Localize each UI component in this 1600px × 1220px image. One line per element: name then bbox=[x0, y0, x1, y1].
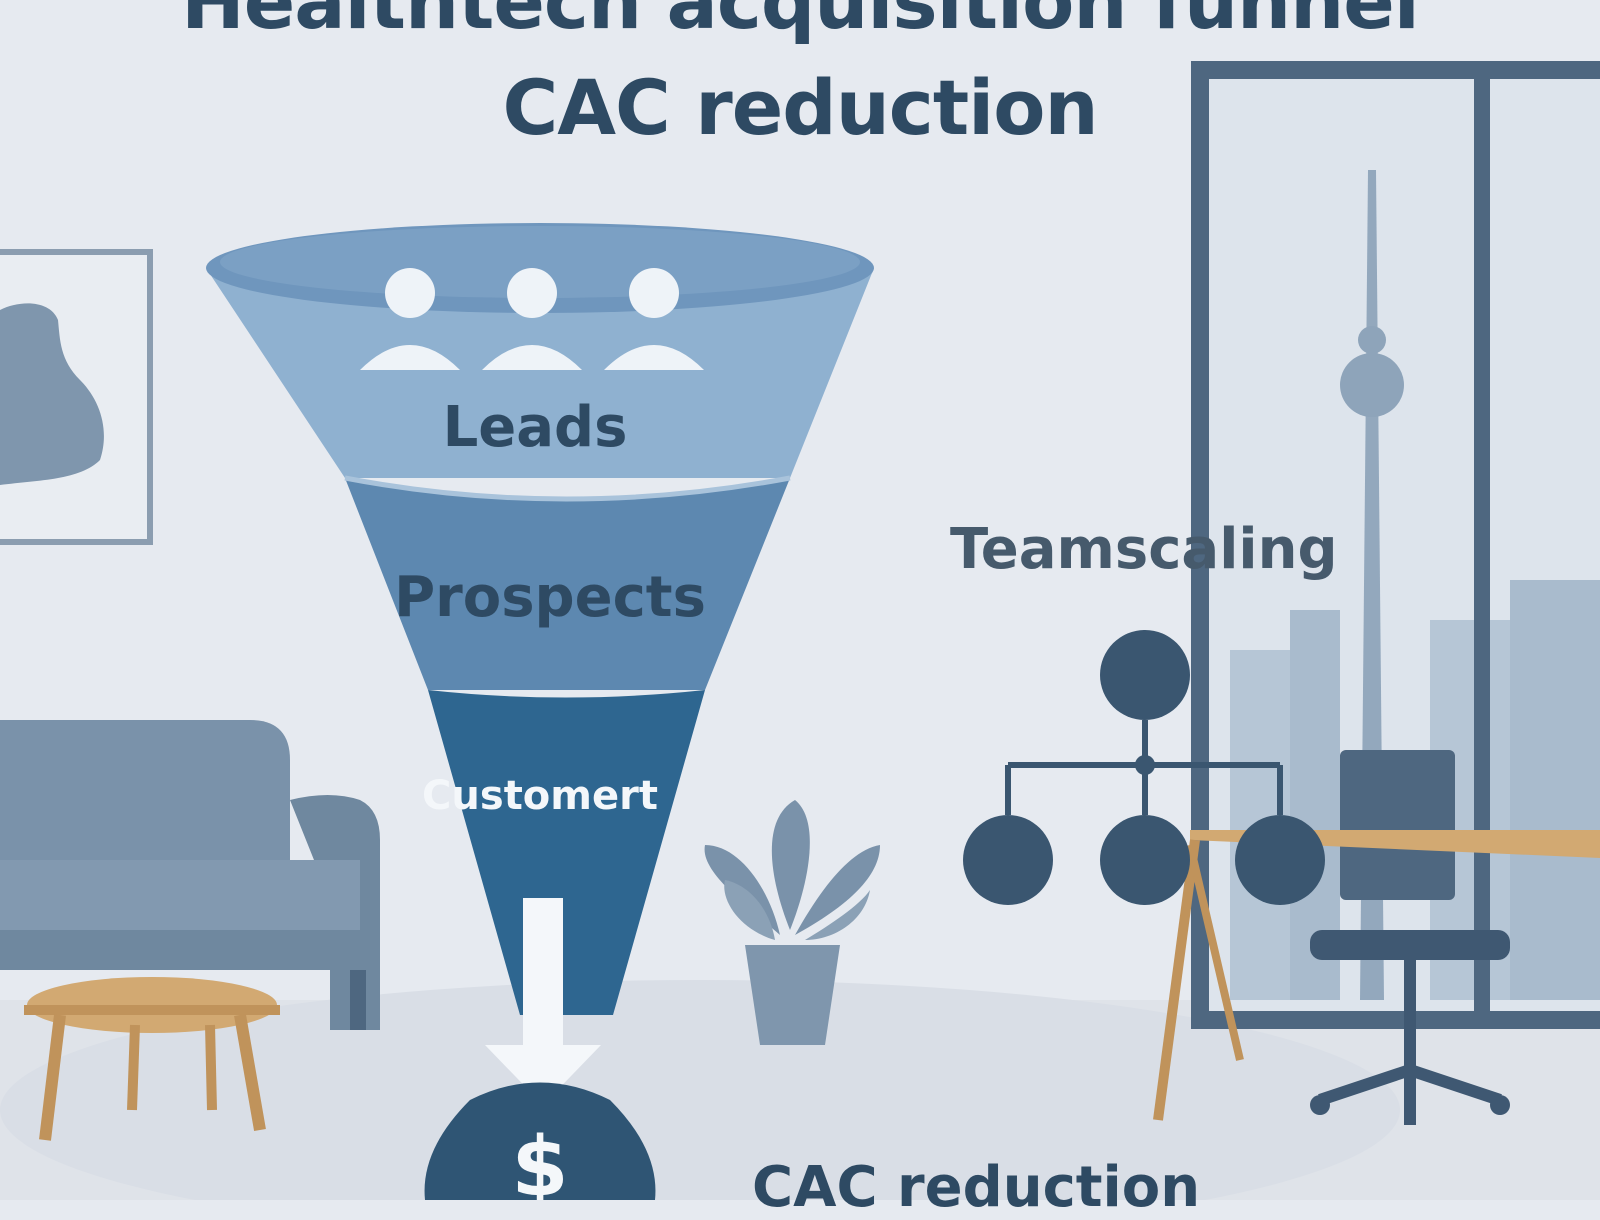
stage-label-customers: Customert bbox=[422, 773, 658, 819]
floor-rug bbox=[0, 980, 1400, 1200]
funnel-stage-leads bbox=[206, 268, 874, 478]
funnel-stage-customers bbox=[428, 690, 705, 1015]
diagram-title-line-1: Healthtech acquisition funnel bbox=[181, 0, 1420, 46]
org-node-middle bbox=[1100, 815, 1190, 905]
org-node-left bbox=[963, 815, 1053, 905]
cac-reduction-label: CAC reduction bbox=[752, 1155, 1201, 1220]
plant-icon bbox=[704, 800, 880, 1045]
people-icon bbox=[360, 268, 704, 370]
diagram-title-line-2: CAC reduction bbox=[502, 63, 1098, 152]
stage-label-leads: Leads bbox=[442, 395, 628, 460]
coffee-table bbox=[24, 977, 280, 1141]
org-node-head bbox=[1100, 630, 1190, 720]
org-node-right bbox=[1235, 815, 1325, 905]
org-chart-nodes bbox=[963, 630, 1325, 905]
coin-symbol: $ bbox=[511, 1120, 568, 1200]
chair-icon bbox=[1310, 930, 1510, 1125]
stage-label-prospects: Prospects bbox=[394, 565, 706, 630]
wall-picture bbox=[0, 249, 153, 545]
money-bag-icon: $ bbox=[424, 1082, 656, 1200]
arrow-down-icon bbox=[485, 898, 601, 1105]
sofa-icon bbox=[0, 720, 380, 1030]
funnel-stage-prospects bbox=[345, 478, 790, 690]
funnel bbox=[206, 223, 874, 1015]
teamscaling-label: Teamscaling bbox=[950, 517, 1338, 582]
